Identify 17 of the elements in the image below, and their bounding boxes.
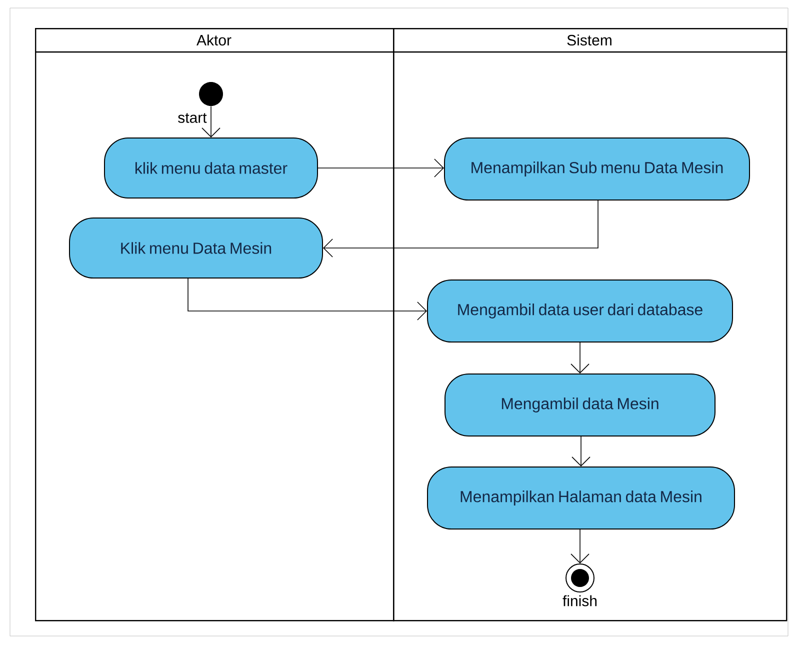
action-box: Mengambil data user dari database [427, 280, 733, 342]
action-box: Menampilkan Sub menu Data Mesin [444, 138, 750, 200]
initial-node [199, 82, 223, 106]
node-label: start [178, 113, 207, 123]
arrow [570, 342, 590, 374]
final-node [566, 564, 594, 592]
arrow [202, 106, 220, 138]
action-box: klik menu data master [104, 138, 318, 198]
arrow [323, 200, 598, 258]
action-box: Mengambil data Mesin [444, 374, 716, 436]
arrow [570, 529, 590, 564]
arrow [318, 158, 444, 178]
action-box: Klik menu Data Mesin [69, 218, 323, 278]
action-box: Menampilkan Halaman data Mesin [427, 466, 735, 530]
node-label: finish [562, 595, 597, 606]
arrow [572, 436, 590, 466]
arrow [188, 278, 427, 320]
